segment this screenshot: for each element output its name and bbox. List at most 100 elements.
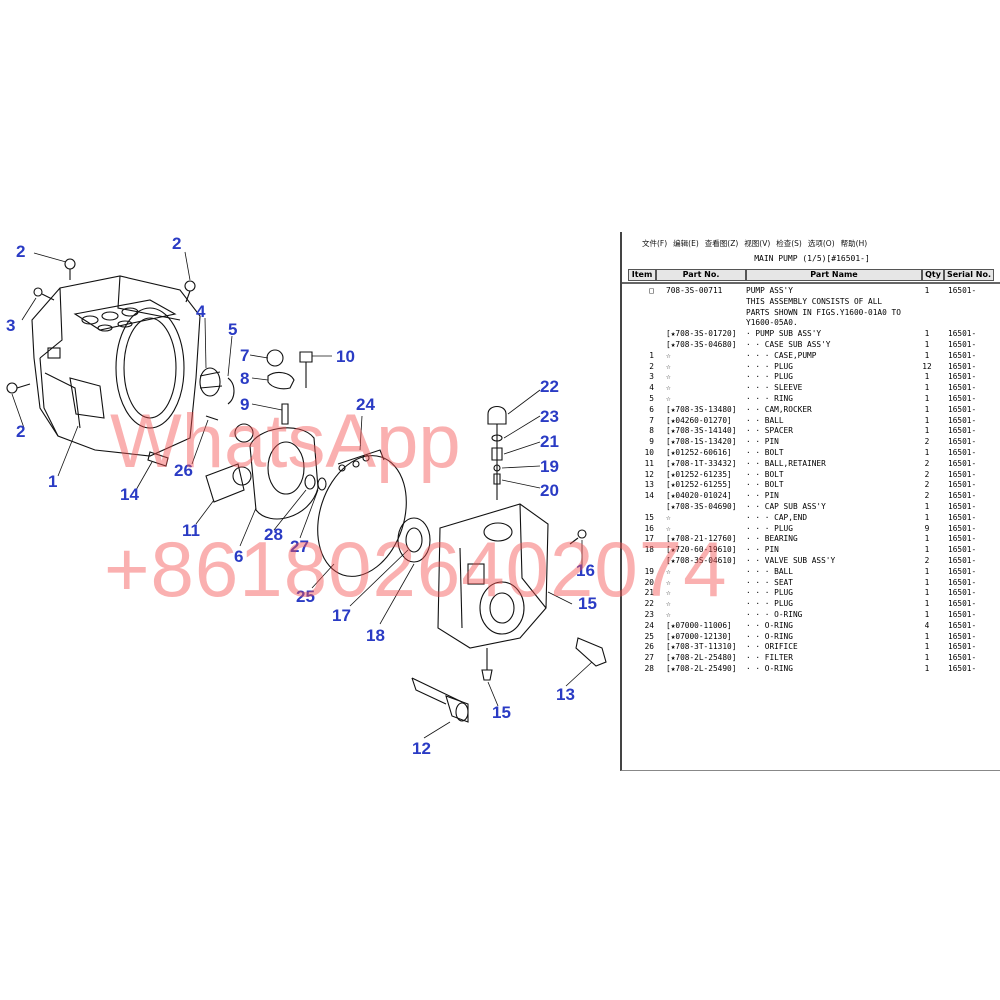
- cell-item: 1: [649, 350, 654, 360]
- callout-label: 22: [540, 377, 559, 396]
- cell-item: 16: [644, 523, 654, 533]
- cell-item: 27: [644, 653, 654, 663]
- cell-part-name: Y1600-05A0.: [746, 318, 798, 328]
- cell-part-name: · · · PLUG: [746, 372, 793, 382]
- cell-item: 5: [649, 393, 654, 403]
- cell-item: 8: [649, 426, 654, 436]
- cell-serial-no: 16501-: [948, 653, 977, 663]
- cell-item: 20: [644, 577, 654, 587]
- column-header-part-no[interactable]: Part No.: [656, 269, 746, 281]
- column-header-item[interactable]: Item: [628, 269, 656, 281]
- menu-options[interactable]: 选项(O): [807, 239, 835, 248]
- menu-check[interactable]: 检查(S): [776, 239, 802, 248]
- cell-item: 25: [644, 631, 654, 641]
- menu-view[interactable]: 视图(V): [744, 239, 771, 248]
- column-header-qty[interactable]: Qty: [922, 269, 944, 281]
- table-row[interactable]: THIS ASSEMBLY CONSISTS OF ALL: [628, 297, 998, 308]
- cell-part-name: · · BALL: [746, 415, 784, 425]
- menu-edit[interactable]: 编辑(E): [673, 239, 699, 248]
- cell-part-no: ☆: [666, 566, 671, 576]
- cell-part-no: [★708-21-12760]: [666, 534, 737, 544]
- table-row[interactable]: PARTS SHOWN IN FIGS.Y1600-01A0 TO: [628, 308, 998, 319]
- parts-list-panel: 文件(F) 编辑(E) 查看图(Z) 视图(V) 检查(S) 选项(O) 帮助(…: [620, 232, 1000, 771]
- table-row[interactable]: Y1600-05A0.: [628, 318, 998, 329]
- panel-title: MAIN PUMP (1/5)[#16501-]: [754, 254, 870, 263]
- cell-part-name: · · BOLT: [746, 447, 784, 457]
- cell-serial-no: 16501-: [948, 491, 977, 501]
- cell-qty: 4: [924, 620, 930, 630]
- cell-item: 7: [649, 415, 654, 425]
- cell-part-no: [★708-3S-04610]: [666, 555, 737, 565]
- cell-qty: 1: [924, 286, 930, 295]
- column-header-part-name[interactable]: Part Name: [746, 269, 922, 281]
- cell-qty: 1: [924, 447, 930, 457]
- cell-part-no: [★708-1T-33432]: [666, 458, 737, 468]
- cell-item: □: [649, 286, 654, 295]
- menu-view-drawing[interactable]: 查看图(Z): [704, 239, 739, 248]
- cell-item: 21: [644, 588, 654, 598]
- cell-part-name: · · ORIFICE: [746, 642, 798, 652]
- cell-serial-no: 16501-: [948, 361, 977, 371]
- cell-qty: 1: [924, 339, 930, 349]
- cell-item: 24: [644, 620, 654, 630]
- cell-part-no: ☆: [666, 372, 671, 382]
- callout-label: 18: [366, 626, 385, 645]
- cell-serial-no: 16501-: [948, 404, 977, 414]
- cell-part-name: THIS ASSEMBLY CONSISTS OF ALL: [746, 296, 883, 306]
- cell-part-no: ☆: [666, 588, 671, 598]
- cell-qty: 1: [924, 577, 930, 587]
- cell-part-name: · · FILTER: [746, 653, 793, 663]
- cell-serial-no: 16501-: [948, 415, 977, 425]
- cell-part-no: ☆: [666, 350, 671, 360]
- menu-help[interactable]: 帮助(H): [840, 239, 868, 248]
- callout-label: 9: [240, 395, 250, 414]
- cell-item: 17: [644, 534, 654, 544]
- cell-part-no: [★708-2L-25480]: [666, 653, 737, 663]
- cell-part-name: · · · BALL: [746, 566, 793, 576]
- cell-part-no: ☆: [666, 393, 671, 403]
- cell-part-no: [★01252-60616]: [666, 447, 732, 457]
- cell-qty: 1: [924, 631, 930, 641]
- menu-file[interactable]: 文件(F): [642, 239, 668, 248]
- cell-serial-no: 16501-: [948, 599, 977, 609]
- cell-item: 6: [649, 404, 654, 414]
- cell-part-no: [★01252-61235]: [666, 469, 732, 479]
- cell-qty: 2: [924, 437, 930, 447]
- column-header-serial-no[interactable]: Serial No.: [944, 269, 994, 281]
- callout-label: 27: [290, 537, 309, 556]
- cell-serial-no: 16501-: [948, 609, 977, 619]
